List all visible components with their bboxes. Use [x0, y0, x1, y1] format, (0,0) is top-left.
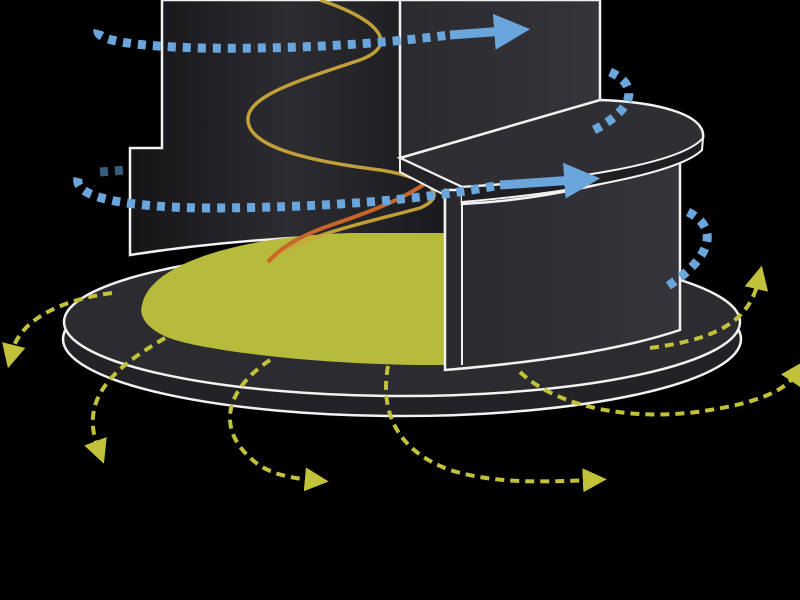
inner-helix-core: [266, 170, 442, 264]
outer-flow-top: [93, 28, 451, 53]
outer-flow-top-return: [588, 67, 634, 137]
radial-flow-front-center: [228, 358, 329, 492]
front-block-edge: [444, 190, 463, 370]
radial-flow-left: [2, 291, 113, 369]
inner-helix-flow: [246, 0, 436, 264]
radial-flow-back-right: [649, 265, 769, 350]
radial-flow-front-right: [384, 365, 607, 493]
vortex-footprint: [141, 233, 446, 366]
outer-flow-top-arrow: [449, 13, 531, 50]
radial-flow-front-left: [84, 336, 167, 464]
outer-flow-middle-arrow: [499, 162, 601, 199]
outer-flow-middle: [73, 177, 501, 213]
